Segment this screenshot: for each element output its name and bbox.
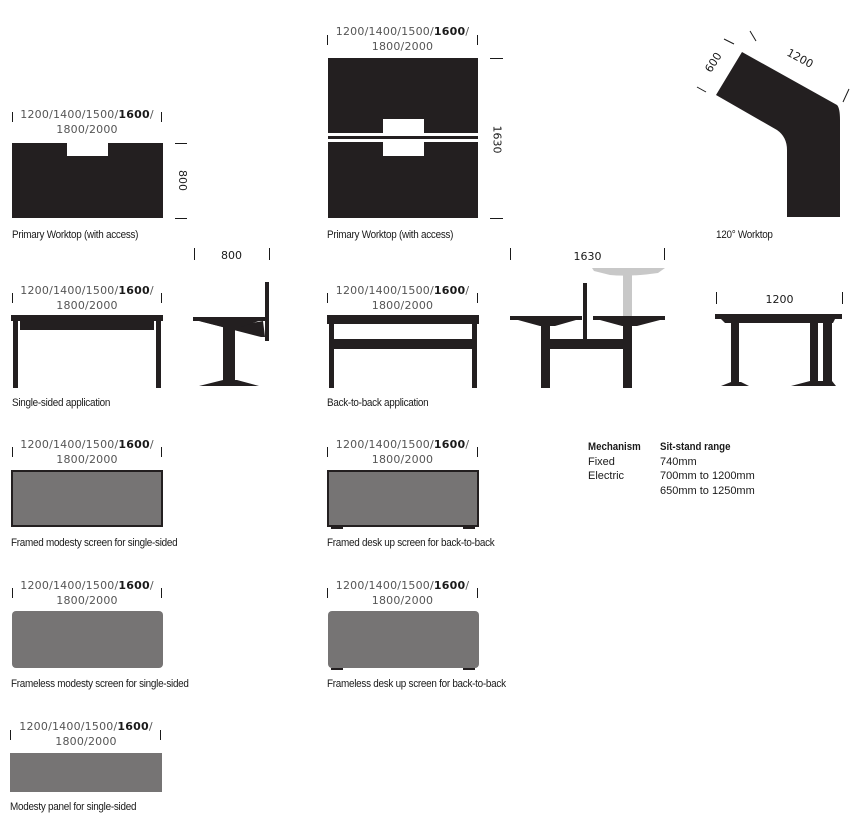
width-dimension-label: 1200/1400/1500/1600/ 1800/2000 [20, 579, 154, 607]
modesty-panel-shape [10, 753, 162, 792]
b2b-side-view [510, 268, 665, 388]
worktop-with-access-shape [12, 143, 163, 218]
frameless-screen-panel [328, 611, 479, 668]
mechanism-cell: Electric [588, 470, 625, 482]
screen-foot [463, 525, 475, 529]
width-dimension-label: 1200/1400/1500/1600/ 1800/2000 [20, 108, 154, 136]
header-sit-stand-range: Sit-stand range [660, 441, 731, 453]
frameless-screen-panel [12, 611, 163, 668]
b2b-front-view [327, 315, 479, 388]
width-dimension-label: 1200/1400/1500/1600/ 1800/2000 [335, 284, 470, 312]
worktop-120-shape [696, 30, 850, 217]
dimension-tick [327, 447, 328, 457]
range-cell: 650mm to 1250mm [660, 484, 755, 497]
width-dimension-label: 1200/1400/1500/1600/ 1800/2000 [335, 579, 470, 607]
dimension-tick [327, 588, 328, 598]
caption: Framed modesty screen for single-sided [11, 537, 178, 549]
dimension-tick [12, 447, 13, 457]
range-cell: 740mm [660, 455, 697, 468]
dimension-tick [327, 35, 328, 45]
dimension-tick [716, 292, 717, 304]
width-dimension-label: 1200/1400/1500/1600/ 1800/2000 [19, 720, 153, 748]
corner-desk-side-view [715, 314, 842, 386]
framed-screen-panel [11, 470, 163, 527]
depth-dimension-label: 800 [176, 170, 189, 191]
caption: Framed desk up screen for back-to-back [327, 537, 495, 549]
dimension-tick [490, 218, 503, 219]
dimension-tick [161, 112, 162, 122]
dimension-tick [161, 588, 162, 598]
dimension-tick [12, 588, 13, 598]
dimension-tick [664, 248, 665, 260]
screen-foot [463, 668, 475, 670]
dimension-tick [160, 730, 161, 740]
table-row: 650mm to 1250mm [588, 484, 755, 499]
depth-dimension-label: 1630 [490, 125, 504, 154]
dimension-tick [477, 293, 478, 303]
sit-stand-spec-table: Mechanism Sit-stand range Fixed 740mm El… [588, 440, 755, 498]
caption: Primary Worktop (with access) [327, 229, 454, 241]
table-row: Fixed 740mm [588, 455, 755, 470]
dimension-tick [175, 143, 187, 144]
dimension-tick [12, 112, 13, 122]
mechanism-cell [588, 484, 660, 499]
single-sided-side-view [193, 282, 269, 386]
side-depth-label: 800 [221, 249, 242, 262]
width-label: 1200 [765, 293, 794, 306]
caption: Back-to-back application [327, 397, 429, 409]
dimension-tick [161, 447, 162, 457]
side-depth-label: 1630 [573, 250, 602, 263]
dimension-tick [477, 447, 478, 457]
caption: Primary Worktop (with access) [12, 229, 139, 241]
dimension-tick [161, 293, 162, 303]
dimension-tick [12, 293, 13, 303]
caption: Frameless desk up screen for back-to-bac… [327, 678, 506, 690]
dimension-tick [269, 248, 270, 260]
header-mechanism: Mechanism [588, 441, 641, 453]
dimension-tick [842, 292, 843, 304]
caption: Frameless modesty screen for single-side… [11, 678, 189, 690]
caption: Single-sided application [12, 397, 111, 409]
dimension-tick [10, 730, 11, 740]
width-dimension-label: 1200/1400/1500/1600/ 1800/2000 [335, 25, 470, 53]
dimension-tick [175, 218, 187, 219]
dimension-tick [477, 35, 478, 45]
b2b-worktop-shape [328, 58, 478, 218]
width-dimension-label: 1200/1400/1500/1600/ 1800/2000 [335, 438, 470, 466]
dimension-tick [477, 588, 478, 598]
table-row: Electric 700mm to 1200mm [588, 469, 755, 484]
width-dimension-label: 1200/1400/1500/1600/ 1800/2000 [20, 284, 154, 312]
caption: 120° Worktop [716, 229, 773, 241]
mechanism-cell: Fixed [588, 455, 615, 468]
width-dimension-label: 1200/1400/1500/1600/ 1800/2000 [20, 438, 154, 466]
dimension-tick [490, 58, 503, 59]
screen-foot [331, 525, 343, 529]
dimension-tick [194, 248, 195, 260]
range-cell: 700mm to 1200mm [660, 470, 755, 482]
single-sided-front-view [11, 315, 163, 388]
screen-foot [331, 668, 343, 670]
framed-screen-panel [327, 470, 479, 527]
dimension-tick [510, 248, 511, 260]
caption: Modesty panel for single-sided [10, 801, 137, 813]
dimension-tick [327, 293, 328, 303]
